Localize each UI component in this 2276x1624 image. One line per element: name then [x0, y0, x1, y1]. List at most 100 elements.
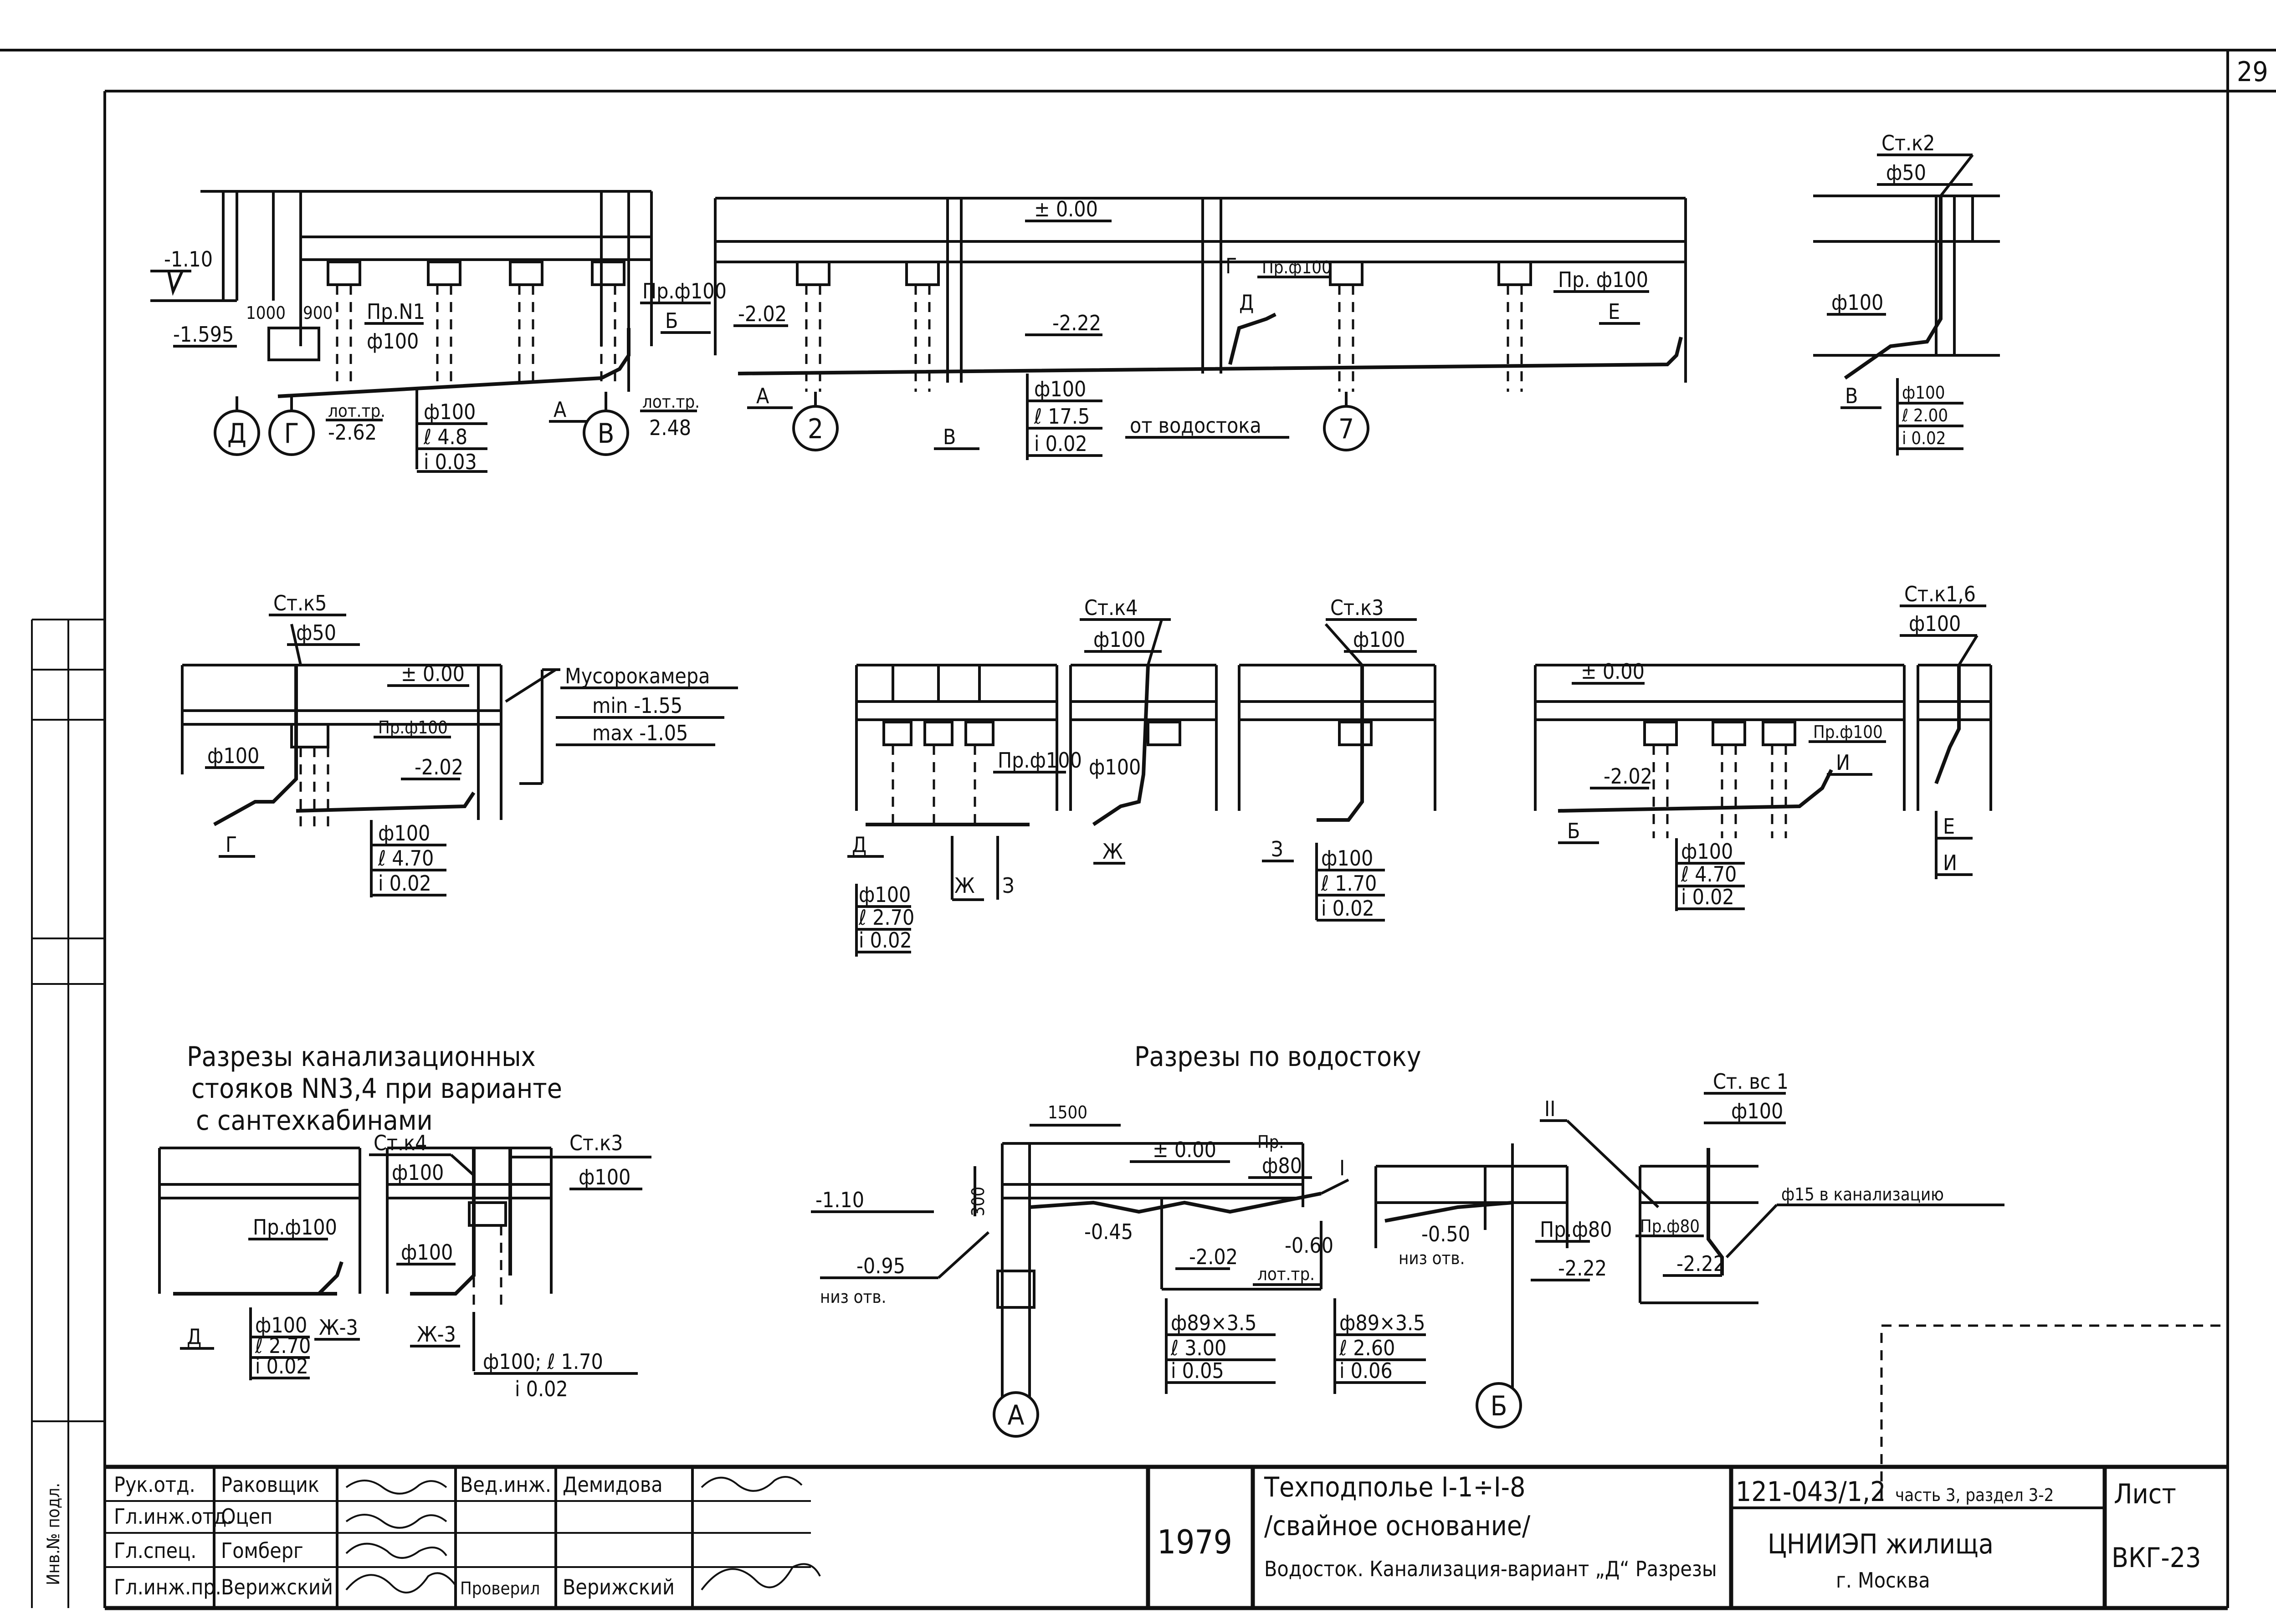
top2-e: Е [1608, 299, 1620, 324]
drain-vc1-dia: ф100 [1731, 1099, 1783, 1123]
drain-a-dia: ф89×3.5 [1171, 1311, 1257, 1335]
k4-pipe-slope: i 0.02 [859, 928, 912, 953]
top2-level-1: -2.02 [738, 302, 787, 326]
stamp-list-number: ВКГ-23 [2112, 1542, 2201, 1574]
drain-roman-1: I [1339, 1156, 1345, 1180]
top3-riser-dia: ф50 [1886, 160, 1926, 185]
k3-pipe-dia: ф100 [1321, 846, 1373, 871]
drain-b-dia: ф89×3.5 [1339, 1311, 1425, 1335]
signature [701, 1563, 821, 1591]
cabins-k3: Ст.к3 [569, 1131, 623, 1155]
drain-lot: лот.тр. [1257, 1264, 1315, 1284]
drain-niz: низ отв. [820, 1287, 886, 1307]
section-sanitary-cabins: Разрезы канализационных стояков NN3,4 пр… [158, 1041, 651, 1401]
section-riser-k4: Пр.ф100 Д Ж З ф100 ℓ 2.70 i 0.02 Ст.к4 ф… [847, 595, 1218, 957]
stamp-name-check: Верижский [563, 1575, 675, 1599]
top1-lot1-val: -2.62 [328, 420, 377, 445]
k5-pipe-slope: i 0.02 [378, 871, 431, 896]
left-strip: Инв.№ подл. [31, 619, 105, 1608]
k5-room: Мусорокамера [565, 664, 710, 688]
cabins-pipe-slope: i 0.02 [255, 1354, 308, 1378]
cabins-k3-dia: ф100 [579, 1165, 631, 1189]
cabins-pipe-len: ℓ 2.70 [255, 1333, 311, 1358]
top2-pipe-len: ℓ 17.5 [1034, 404, 1090, 429]
k5-pr: Пр.ф100 [378, 717, 448, 738]
axis-marker: Д [214, 396, 260, 456]
k5-riser-dia: ф50 [296, 620, 336, 645]
drain-level-2: -0.95 [856, 1254, 905, 1278]
k4-dia: ф100 [1089, 755, 1141, 779]
drain-vc1-level: -2.22 [1676, 1251, 1725, 1276]
drain-pr80: Пр. [1257, 1132, 1284, 1152]
drain-level-1: -1.10 [815, 1188, 864, 1212]
stamp-name-lead: Демидова [563, 1472, 663, 1497]
top1-letter-a: А [554, 397, 566, 422]
axis-label: Г [284, 418, 299, 450]
top2-d: Д [1239, 290, 1254, 315]
stamp-code: 121-043/1,2 [1736, 1476, 1886, 1508]
top2-level-2: -2.22 [1052, 311, 1101, 335]
signature [701, 1476, 803, 1492]
k16-i2: И [1943, 850, 1957, 875]
top1-letter-b: Б [665, 308, 678, 333]
k4-pipe-dia: ф100 [859, 882, 911, 907]
drain-pr80-dia: ф80 [1262, 1153, 1302, 1178]
stamp-role-lead: Вед.инж. [460, 1472, 551, 1497]
signature [345, 1514, 447, 1529]
drain-vc1-sewer: ф15 в канализацию [1781, 1184, 1944, 1204]
drain-niz-2: низ отв. [1399, 1248, 1465, 1268]
k4-z: З [1002, 873, 1015, 898]
cabins-k4: Ст.к4 [374, 1131, 427, 1155]
stamp-list-label: Лист [2114, 1478, 2176, 1510]
stamp-year: 1979 [1157, 1523, 1232, 1561]
k5-min: min -1.55 [592, 693, 682, 718]
top3-pipe-dia: ф100 [1902, 383, 1945, 403]
top2-zero: ± 0.00 [1034, 197, 1098, 221]
top2-pipe-slope: i 0.02 [1034, 431, 1087, 456]
top1-pipe-len: ℓ 4.8 [423, 425, 467, 449]
k16-pipe-slope: i 0.02 [1681, 885, 1734, 909]
stamp-org: ЦНИИЭП жилища [1768, 1528, 1994, 1560]
k16-zero: ± 0.00 [1581, 659, 1645, 684]
top1-lot2-val: 2.48 [649, 415, 691, 440]
top1-lot1: лот.тр. [328, 401, 385, 421]
sheet-number: 29 [2237, 56, 2268, 88]
k5-zero: ± 0.00 [401, 661, 465, 686]
k5-level: -2.02 [415, 755, 463, 779]
k4-riser: Ст.к4 [1084, 595, 1138, 620]
sheet-frame: 29 [0, 49, 2276, 1608]
k4-zh: Ж [954, 873, 975, 898]
axis-label: 2 [808, 413, 823, 445]
top1-pr2: Пр.ф100 [642, 279, 727, 303]
signature [345, 1572, 456, 1593]
top2-from-drain: от водостока [1130, 413, 1261, 438]
top2-letter-b: В [943, 425, 956, 449]
drain-dim-1500: 1500 [1048, 1102, 1087, 1122]
k3-riser: Ст.к3 [1330, 595, 1384, 620]
top2-pr-e: Пр. ф100 [1558, 267, 1648, 292]
k4-zh-2: Ж [1102, 839, 1123, 864]
k4-riser-dia: ф100 [1093, 627, 1145, 652]
top1-level-1: -1.10 [164, 247, 213, 272]
k3-pipe-len: ℓ 1.70 [1321, 871, 1377, 896]
dashed-zone [1880, 1324, 2228, 1499]
k16-pipe-len: ℓ 4.70 [1681, 862, 1737, 886]
k16-e: Е [1943, 814, 1955, 839]
axis-label: А [1008, 1399, 1025, 1431]
cabins-k4-dia: ф100 [392, 1160, 444, 1185]
k5-pipe-dia: ф100 [378, 821, 430, 845]
drain-zero: ± 0.00 [1153, 1137, 1216, 1162]
k5-dia: ф100 [207, 743, 259, 768]
top1-lot2: лот.тр. [642, 392, 700, 412]
cabins-pr: Пр.ф100 [253, 1215, 337, 1240]
stamp-title-1: Техподполье I-1÷I-8 [1264, 1471, 1525, 1503]
k16-i: И [1836, 750, 1850, 775]
top1-dim-900: 900 [303, 303, 333, 323]
top2-pr: Пр.ф100 [1262, 257, 1332, 277]
drain-vc1: Ст. вс 1 [1713, 1069, 1789, 1094]
drain-b-slope: i 0.06 [1339, 1358, 1393, 1383]
drain-level-045: -0.45 [1084, 1219, 1133, 1244]
cabins-zh3: Ж-3 [319, 1315, 358, 1340]
section-top-right: Ст.к2 ф50 ф100 В ф100 ℓ 2.00 i 0.02 [1813, 131, 2000, 456]
